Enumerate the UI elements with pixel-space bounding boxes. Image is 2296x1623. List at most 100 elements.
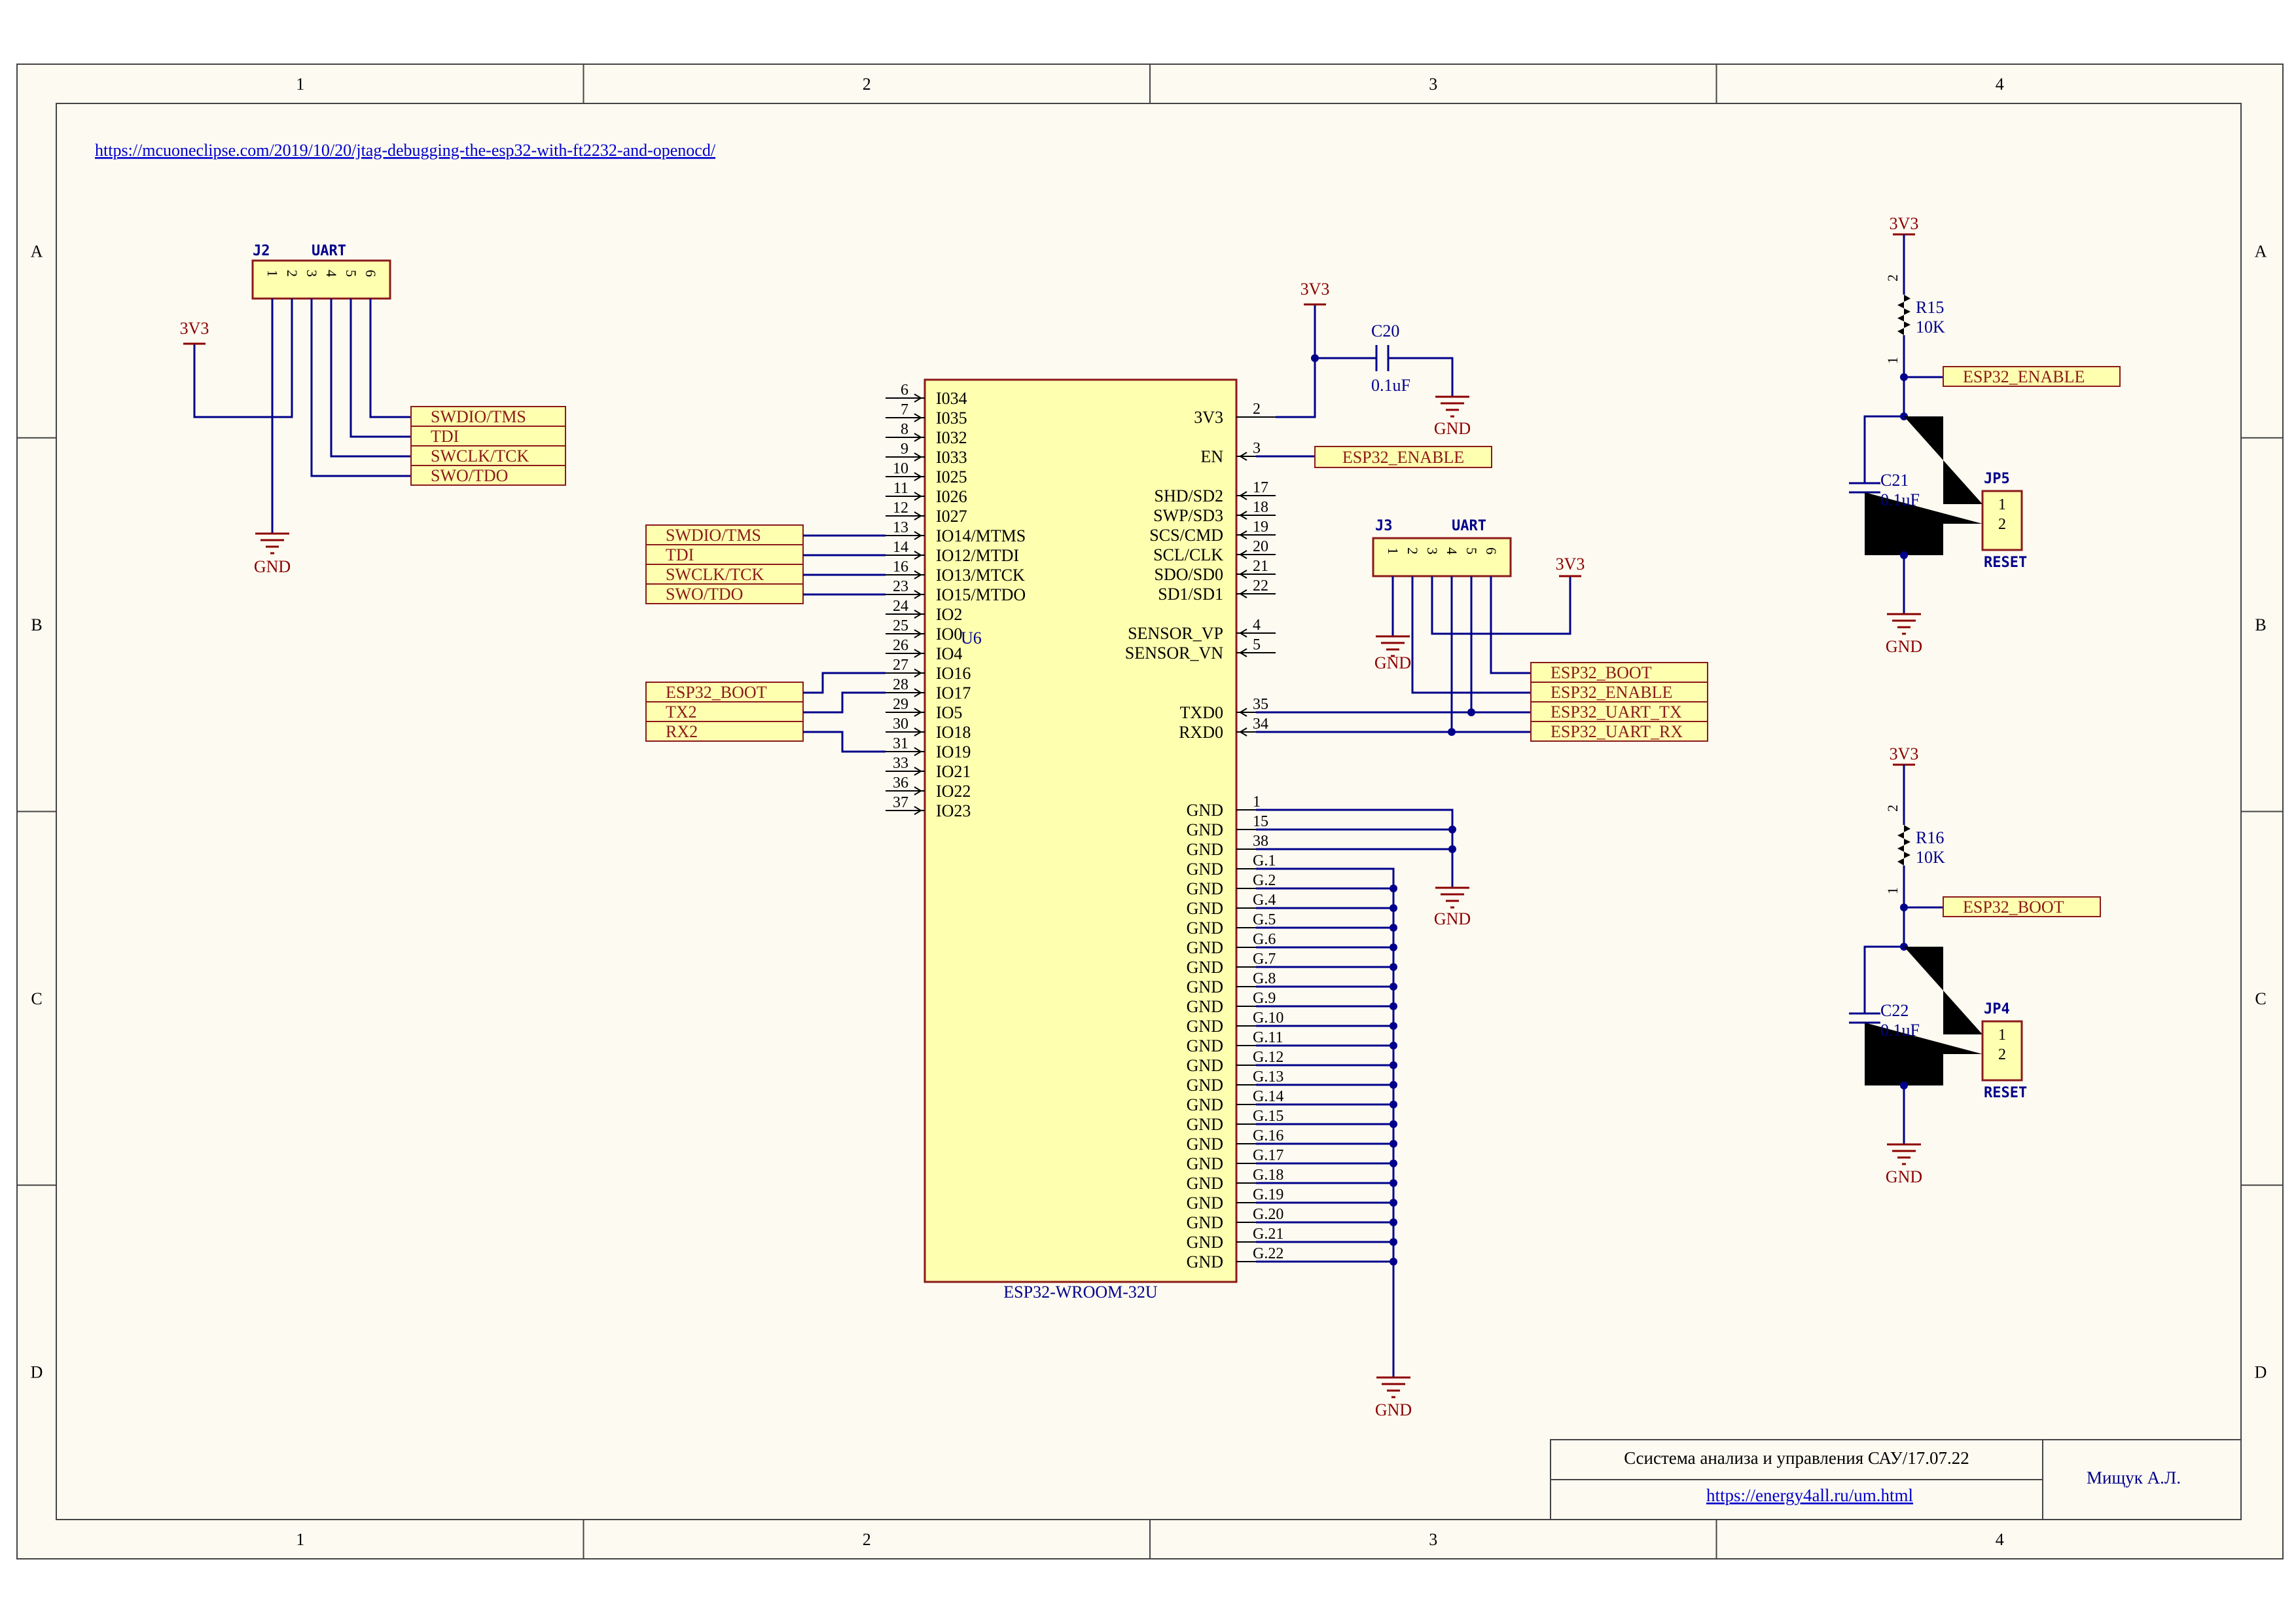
- j2-net-label: TDI: [431, 427, 459, 446]
- pin-number: 3: [304, 270, 320, 277]
- pin-number: 6: [363, 270, 379, 277]
- u6-part: ESP32-WROOM-32U: [1003, 1283, 1158, 1302]
- u6-pin-number: 37: [893, 794, 908, 811]
- u6-pin-name: GND: [1187, 840, 1223, 859]
- u6-pin-name: EN: [1200, 447, 1223, 466]
- u6-pin-number: 15: [1253, 813, 1268, 830]
- u6-jtag-label-box: [645, 544, 804, 565]
- u6-pin-number: 33: [893, 755, 908, 772]
- jumper-pin: 1: [1998, 496, 2006, 513]
- gnd-junction: [1390, 1002, 1397, 1010]
- u6-pin-number: 13: [893, 519, 908, 536]
- junction: [1900, 373, 1908, 381]
- pin-number: 2: [1405, 547, 1421, 555]
- ground-label: GND: [1886, 1167, 1922, 1186]
- gnd-junction: [1390, 1179, 1397, 1187]
- u6-pin-number: 25: [893, 617, 908, 634]
- j2-net-label-box: [410, 406, 566, 427]
- u6-pin-name: GND: [1187, 1017, 1223, 1036]
- pin-number: 1: [1385, 547, 1401, 555]
- j3-power-label: 3V3: [1556, 555, 1585, 574]
- frame-column-bottom: 3: [1429, 1530, 1437, 1549]
- j3-body: [1372, 537, 1512, 577]
- u6-pin-name: GND: [1187, 801, 1223, 820]
- u6-pin-arrow: [1239, 629, 1247, 638]
- u6-pin-number: G.5: [1253, 911, 1276, 928]
- gnd-junction: [1390, 1120, 1397, 1128]
- ground-label: GND: [1886, 637, 1922, 656]
- j2-net-label: SWO/TDO: [431, 466, 508, 485]
- reset-net-label: ESP32_ENABLE: [1963, 367, 2085, 386]
- u6-pin-number: 18: [1253, 499, 1268, 516]
- reference-url-link[interactable]: https://mcuoneclipse.com/2019/10/20/jtag…: [95, 141, 716, 160]
- u6-pin-number: G.19: [1253, 1186, 1283, 1203]
- u6-pin-arrow: [914, 590, 922, 599]
- gnd-junction: [1390, 1238, 1397, 1246]
- u6-gnd-bus: [1256, 809, 1454, 1377]
- j3-ref: J3: [1375, 518, 1393, 534]
- u6-pin-number: 17: [1253, 479, 1268, 496]
- cap-ref: C22: [1880, 1001, 1909, 1020]
- u6-pin-name: 3V3: [1194, 408, 1223, 427]
- u6-pin-arrow: [914, 413, 922, 422]
- u6-pin-number: G.8: [1253, 970, 1276, 987]
- frame-column-top: 3: [1429, 75, 1437, 94]
- j2-body: [251, 259, 391, 300]
- u6-pin-name: IO17: [936, 684, 971, 702]
- jumper-pin: 1: [1998, 1027, 2006, 1044]
- title-block-url[interactable]: https://energy4all.ru/um.html: [1706, 1486, 1913, 1505]
- frame-row-right: D: [2255, 1363, 2267, 1382]
- u6-jtag-label: SWO/TDO: [666, 585, 743, 604]
- u6-pin-arrow: [914, 806, 922, 815]
- u6-pin-number: G.18: [1253, 1167, 1283, 1184]
- j2-power-label: 3V3: [180, 319, 209, 338]
- u6-jtag-label: SWDIO/TMS: [666, 526, 761, 545]
- u6-pin-name: I027: [936, 507, 967, 526]
- u6-pin-arrow: [914, 668, 922, 678]
- res-pin-top: 2: [1884, 274, 1901, 282]
- u6-pin-arrow: [1239, 491, 1247, 500]
- u6-pin-number: 16: [893, 558, 908, 575]
- u6-pin-arrow: [914, 767, 922, 776]
- u6-pin-name: GND: [1187, 919, 1223, 938]
- u6-pin-arrow: [914, 551, 922, 560]
- u6-pin-name: SD1/SD1: [1158, 585, 1223, 604]
- cap-ref: C21: [1880, 471, 1909, 490]
- u6-pin-number: 27: [893, 657, 908, 674]
- u6-pin-number: G.12: [1253, 1049, 1283, 1066]
- u6-pin-number: 9: [901, 441, 908, 458]
- u6-pin-name: GND: [1187, 1174, 1223, 1193]
- u6-pin-arrow: [914, 727, 922, 737]
- u6-pin-arrow: [1239, 530, 1247, 539]
- u6-pin-name: GND: [1187, 1213, 1223, 1232]
- frame-column-bottom: 1: [296, 1530, 304, 1549]
- c20-gnd-label: GND: [1434, 419, 1471, 438]
- wire: [1865, 1023, 1982, 1085]
- u6-pin-name: IO23: [936, 801, 971, 820]
- u6-pin-arrow: [914, 570, 922, 579]
- u6-pin-number: G.15: [1253, 1108, 1283, 1125]
- wire: [1863, 415, 1904, 483]
- j2-net-label-box: [410, 465, 566, 486]
- boot-reset-circuit: 3V321R1610KESP32_BOOTC220.1uFGNDJP412RES…: [1849, 744, 2101, 1186]
- u6-pin-name: IO15/MTDO: [936, 585, 1026, 604]
- gnd-junction: [1390, 924, 1397, 932]
- u6-pin-number: 38: [1253, 833, 1268, 850]
- u6-pin-name: SDO/SD0: [1155, 565, 1223, 584]
- u6-pin-number: G.20: [1253, 1206, 1283, 1223]
- u6-power-junction: [1311, 354, 1319, 362]
- u6-pin-number: G.6: [1253, 931, 1276, 948]
- u6-en-label: ESP32_ENABLE: [1314, 446, 1492, 468]
- wire: [1863, 945, 1904, 1013]
- resistor-symbol: [1897, 825, 1910, 866]
- u6-pin-number: 35: [1253, 696, 1268, 713]
- gnd-junction: [1390, 1218, 1397, 1226]
- gnd-junction: [1390, 904, 1397, 912]
- j2-power-3v3: 3V3: [180, 319, 209, 345]
- j3-net-label-box: [1530, 721, 1708, 742]
- frame-row-right: C: [2255, 989, 2266, 1008]
